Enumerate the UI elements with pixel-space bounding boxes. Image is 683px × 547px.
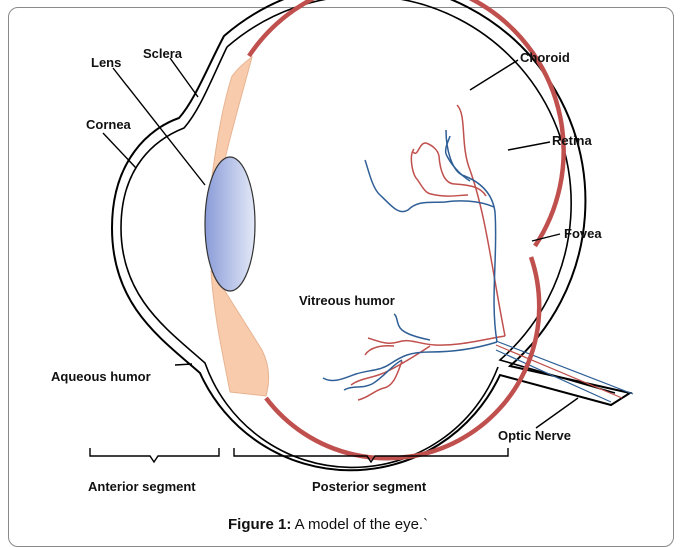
label-choroid: Choroid <box>520 50 570 65</box>
label-anterior-segment: Anterior segment <box>88 479 196 494</box>
label-sclera: Sclera <box>143 46 183 61</box>
choroid-band <box>249 0 564 458</box>
label-retina: Retina <box>552 133 593 148</box>
label-cornea: Cornea <box>86 117 132 132</box>
label-fovea: Fovea <box>564 226 602 241</box>
iris-lower <box>211 271 269 396</box>
lens-shape <box>205 157 255 291</box>
label-vitreous-humor: Vitreous humor <box>299 293 395 308</box>
label-aqueous-humor: Aqueous humor <box>51 369 151 384</box>
sclera-outer-outline <box>112 0 630 470</box>
blood-vessels-red <box>351 105 505 400</box>
blood-vessels-blue <box>323 130 497 390</box>
leader-lines <box>103 58 578 428</box>
label-posterior-segment: Posterior segment <box>312 479 427 494</box>
posterior-segment-bracket <box>234 448 508 462</box>
label-lens: Lens <box>91 55 121 70</box>
figure-caption: Figure 1: A model of the eye.` <box>228 516 428 533</box>
label-optic-nerve: Optic Nerve <box>498 428 571 443</box>
anterior-segment-bracket <box>90 448 219 462</box>
caption-prefix: Figure 1: <box>228 516 291 533</box>
caption-text: A model of the eye.` <box>291 516 428 533</box>
